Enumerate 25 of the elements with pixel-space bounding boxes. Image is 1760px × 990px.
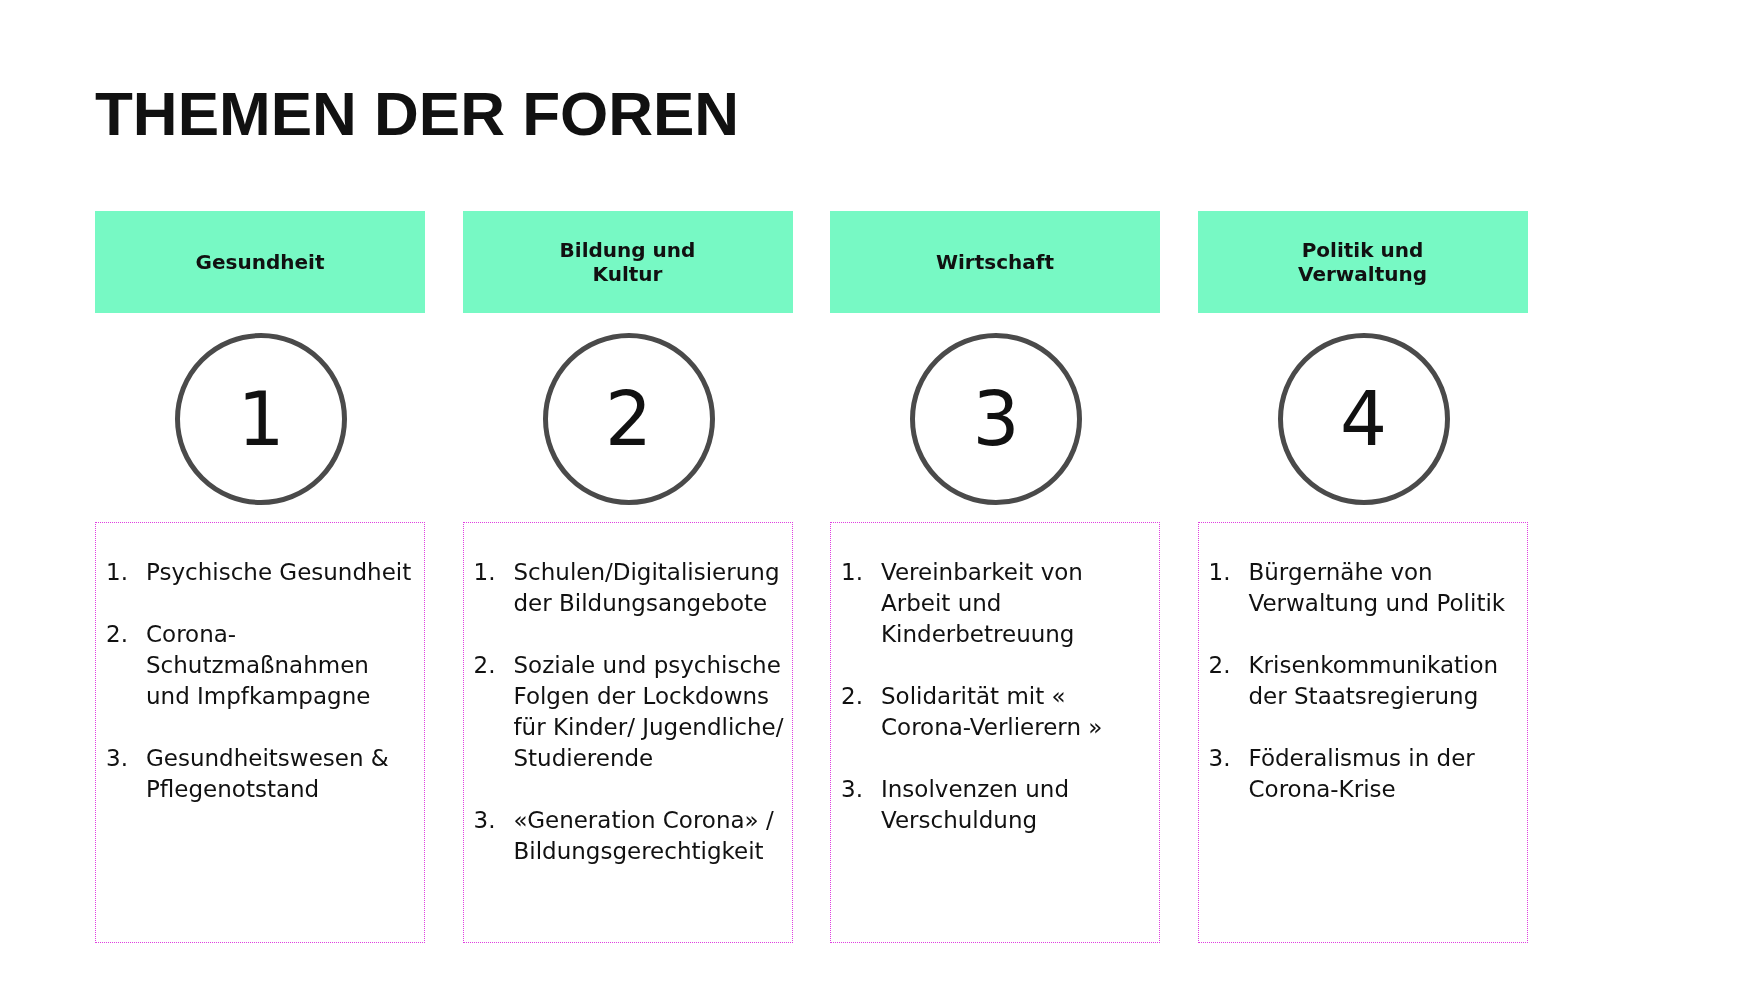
number-circle: 1: [175, 333, 347, 505]
list-item: 3. Insolvenzen und Verschuldung: [841, 775, 1070, 835]
list-item: 2. Corona-Schutzmaßnahmen und Impfkampagne: [106, 620, 372, 711]
title: THEMEN DER FOREN: [95, 78, 740, 149]
number-circle: 4: [1277, 333, 1450, 505]
topic-list-box: [830, 522, 1160, 943]
header-box: Bildung und Kultur: [462, 211, 793, 313]
list-item: 1. Bürgernähe von Verwaltung und Politik: [1208, 558, 1507, 618]
list-item: 2. Solidarität mit « Corona-Verlierern »: [841, 682, 1104, 742]
header-box: Gesundheit: [95, 211, 425, 313]
topic-list-box: [95, 522, 425, 943]
number-circle: 3: [910, 333, 1082, 505]
topic-list-box: [462, 522, 793, 943]
list-item: 1. Psychische Gesundheit: [106, 558, 413, 587]
list-item: 2. Krisenkommunikation der Staatsregierung: [1208, 651, 1500, 711]
header-box: Wirtschaft: [830, 211, 1160, 313]
list-item: 1. Schulen/Digitalisierung der Bildungsangebote: [473, 558, 781, 618]
number-circle: 2: [542, 333, 715, 505]
list-item: 3. Föderalismus in der Corona-Krise: [1208, 744, 1476, 804]
header-box: Politik und Verwaltung: [1197, 211, 1528, 313]
list-item: 3. Gesundheitswesen & Pflegenotstand: [106, 744, 390, 804]
list-item: 1. Vereinbarkeit von Arbeit und Kinderbetreuung: [841, 558, 1084, 649]
topic-list-box: [1197, 522, 1528, 943]
list-item: 2. Soziale und psychische Folgen der Lockdowns für Kinder/ Jugendliche/ Studierende: [473, 651, 785, 773]
list-item: 3. «Generation Corona» / Bildungsgerechtigkeit: [473, 806, 775, 866]
